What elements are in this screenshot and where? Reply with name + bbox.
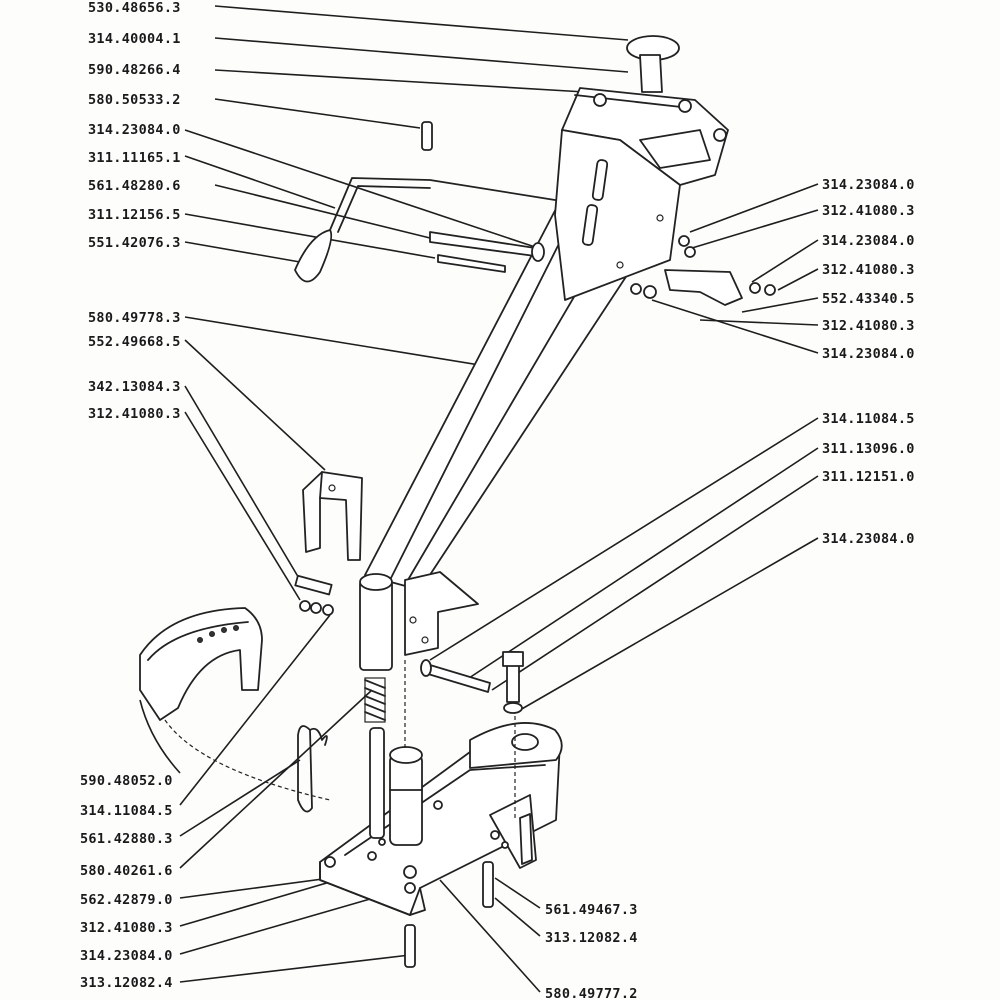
small-pin-washers bbox=[294, 574, 334, 616]
leader-l27 bbox=[179, 759, 301, 837]
leader-l22 bbox=[465, 447, 819, 681]
part-label-l29: 562.42879.0 bbox=[80, 892, 173, 908]
part-label-l14: 314.23084.0 bbox=[822, 177, 915, 193]
leader-l35 bbox=[439, 879, 541, 993]
leader-l18 bbox=[741, 297, 819, 313]
part-label-l21: 314.11084.5 bbox=[822, 411, 915, 427]
part-labels: 530.48656.3 314.40004.1 590.48266.4 580.… bbox=[80, 0, 915, 1000]
leader-l11 bbox=[184, 339, 326, 471]
part-label-l07: 561.48280.6 bbox=[88, 178, 181, 194]
leader-l14 bbox=[689, 183, 819, 233]
part-label-l17: 312.41080.3 bbox=[822, 262, 915, 278]
leader-l34 bbox=[494, 897, 541, 937]
part-label-l35: 580.49777.2 bbox=[545, 986, 638, 1000]
leader-l16 bbox=[751, 239, 819, 283]
part-label-l32: 313.12082.4 bbox=[80, 975, 173, 991]
leader-l06 bbox=[184, 155, 336, 209]
part-label-l18: 552.43340.5 bbox=[822, 291, 915, 307]
guard-cover bbox=[139, 607, 331, 801]
part-label-l10: 580.49778.3 bbox=[88, 310, 181, 326]
leader-l04 bbox=[214, 98, 421, 129]
leader-l02 bbox=[214, 37, 629, 73]
part-label-l33: 561.49467.3 bbox=[545, 902, 638, 918]
part-label-l22: 311.13096.0 bbox=[822, 441, 915, 457]
side-lever bbox=[630, 235, 776, 306]
leader-l05 bbox=[184, 129, 539, 249]
part-label-l28: 580.40261.6 bbox=[80, 863, 173, 879]
leader-l09 bbox=[184, 241, 301, 263]
leader-l08 bbox=[184, 213, 436, 259]
leader-l07 bbox=[214, 184, 431, 239]
top-knob bbox=[626, 35, 680, 93]
leader-l28 bbox=[179, 689, 373, 869]
part-label-l12: 342.13084.3 bbox=[88, 379, 181, 395]
leader-l17 bbox=[777, 268, 819, 291]
part-label-l06: 311.11165.1 bbox=[88, 150, 181, 166]
leader-l03 bbox=[214, 69, 586, 93]
part-label-l16: 314.23084.0 bbox=[822, 233, 915, 249]
part-label-l15: 312.41080.3 bbox=[822, 203, 915, 219]
leader-l15 bbox=[691, 209, 819, 249]
leader-l12 bbox=[184, 385, 301, 581]
part-label-l23: 311.12151.0 bbox=[822, 469, 915, 485]
part-label-l24: 314.23084.0 bbox=[822, 531, 915, 547]
part-label-l13: 312.41080.3 bbox=[88, 406, 181, 422]
part-label-l08: 311.12156.5 bbox=[88, 207, 181, 223]
part-label-l05: 314.23084.0 bbox=[88, 122, 181, 138]
leader-l32 bbox=[179, 954, 411, 983]
part-label-l34: 313.12082.4 bbox=[545, 930, 638, 946]
part-label-l19: 312.41080.3 bbox=[822, 318, 915, 334]
u-bracket bbox=[302, 471, 363, 561]
leader-l26 bbox=[179, 614, 331, 806]
spring-clip bbox=[297, 725, 328, 813]
post-assembly bbox=[364, 660, 516, 846]
part-label-l02: 314.40004.1 bbox=[88, 31, 181, 47]
leader-l23 bbox=[491, 475, 819, 691]
leader-l10 bbox=[184, 316, 511, 371]
leader-l21 bbox=[429, 417, 819, 661]
part-label-l11: 552.49668.5 bbox=[88, 334, 181, 350]
part-label-l31: 314.23084.0 bbox=[80, 948, 173, 964]
part-label-l30: 312.41080.3 bbox=[80, 920, 173, 936]
part-label-l09: 551.42076.3 bbox=[88, 235, 181, 251]
part-label-l01: 530.48656.3 bbox=[88, 0, 181, 16]
leader-l13 bbox=[184, 411, 301, 601]
part-label-l25: 590.48052.0 bbox=[80, 773, 173, 789]
part-label-l04: 580.50533.2 bbox=[88, 92, 181, 108]
upper-head bbox=[554, 87, 729, 301]
bolts bbox=[404, 651, 524, 968]
part-label-l03: 590.48266.4 bbox=[88, 62, 181, 78]
leader-l20 bbox=[651, 299, 819, 354]
base-plate bbox=[319, 722, 563, 916]
leader-l25 bbox=[139, 699, 181, 774]
part-label-l27: 561.42880.3 bbox=[80, 831, 173, 847]
leader-l01 bbox=[214, 5, 629, 41]
pins-and-grip bbox=[294, 229, 545, 283]
hand-lever bbox=[329, 121, 556, 233]
part-label-l20: 314.23084.0 bbox=[822, 346, 915, 362]
part-label-l26: 314.11084.5 bbox=[80, 803, 173, 819]
leader-l33 bbox=[494, 877, 541, 909]
leader-l24 bbox=[519, 537, 819, 711]
